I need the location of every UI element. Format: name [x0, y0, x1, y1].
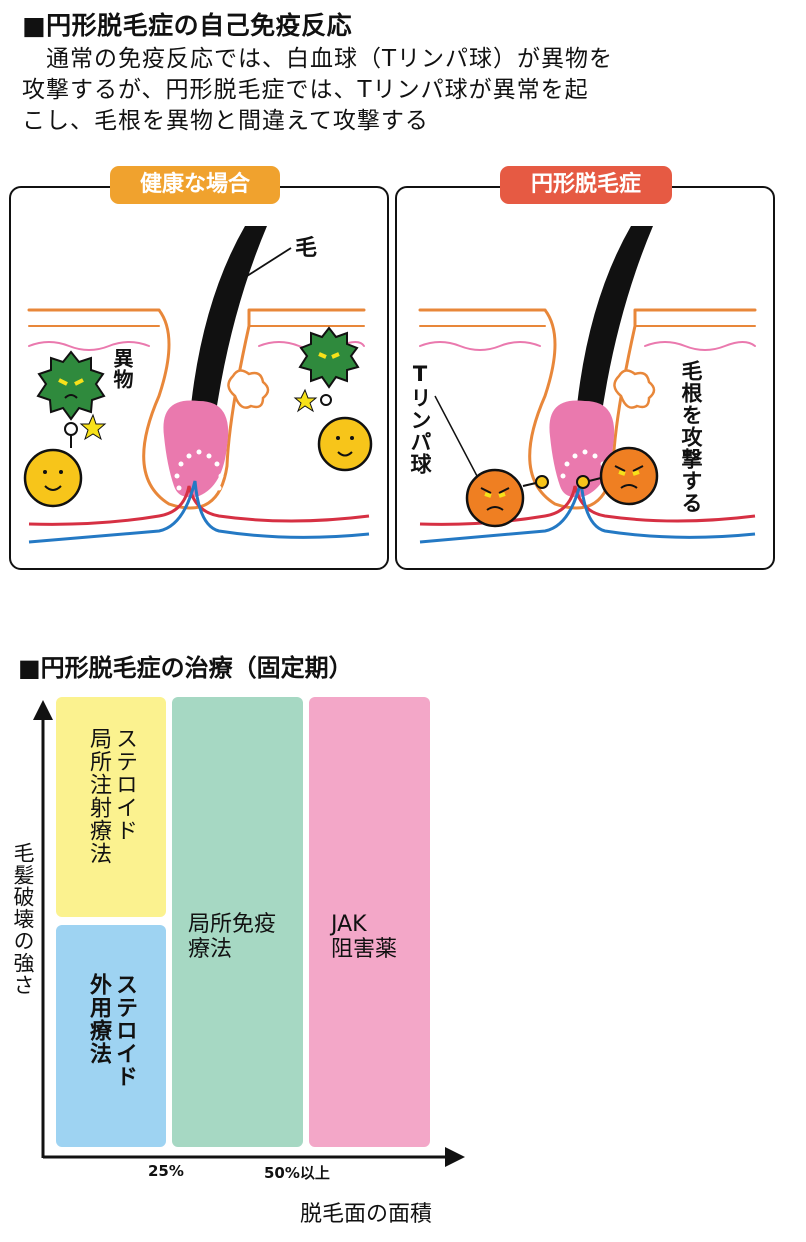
- block-steroid-injection: ステロイド 局所注射療法: [56, 697, 166, 917]
- label-t-lymphocyte: Tリンパ球: [408, 362, 432, 475]
- block-local-immunotherapy: 局所免疫 療法: [172, 697, 303, 1147]
- badge-healthy: 健康な場合: [110, 166, 280, 204]
- x-tick-25: 25%: [148, 1162, 184, 1180]
- block-local-immunotherapy-line2: 療法: [188, 937, 233, 962]
- t-cell-abnormal-2: [599, 446, 659, 506]
- t-cell-normal-2: [317, 416, 373, 472]
- block-jak-inhibitor-line1: JAK: [331, 912, 367, 937]
- y-axis-label: 毛髪破壊の強さ: [11, 842, 35, 996]
- block-local-immunotherapy-line1: 局所免疫: [188, 912, 277, 937]
- block-steroid-injection-title: ステロイド: [112, 727, 137, 842]
- illustration-healthy: [23, 226, 373, 544]
- illustration-alopecia: [418, 226, 757, 544]
- hair-bulb: [163, 400, 229, 498]
- block-steroid-topical-sub: 外用療法: [86, 973, 111, 1065]
- t-cell-normal: [23, 448, 83, 508]
- label-hair: 毛: [295, 236, 318, 261]
- block-steroid-topical: ステロイド 外用療法: [56, 925, 166, 1147]
- block-jak-inhibitor-line2: 阻害薬: [331, 937, 398, 962]
- treatment-title: ■円形脱毛症の治療（固定期）: [18, 654, 353, 682]
- treatment-axes: [33, 700, 465, 1167]
- block-steroid-topical-title: ステロイド: [112, 973, 137, 1088]
- label-foreign-body: 異物: [110, 348, 134, 390]
- t-cell-abnormal: [465, 468, 525, 528]
- page-title: ■円形脱毛症の自己免疫反応: [22, 11, 353, 40]
- x-tick-50: 50%以上: [264, 1164, 330, 1182]
- block-jak-inhibitor: JAK 阻害薬: [309, 697, 430, 1147]
- vein: [28, 480, 370, 544]
- badge-alopecia: 円形脱毛症: [500, 166, 672, 204]
- lead-paragraph: 通常の免疫反応では、白血球（Tリンパ球）が異物を 攻撃するが、円形脱毛症では、T…: [22, 46, 614, 134]
- foreign-body-virus: [36, 350, 106, 421]
- follicle-outline: [142, 309, 251, 510]
- x-axis-label: 脱毛面の面積: [300, 1202, 433, 1227]
- block-steroid-injection-sub: 局所注射療法: [86, 727, 111, 865]
- foreign-body-virus-2: [298, 326, 360, 389]
- label-attack-root: 毛根を攻撃する: [679, 360, 703, 514]
- sebaceous-gland: [227, 369, 270, 409]
- artery: [28, 485, 370, 526]
